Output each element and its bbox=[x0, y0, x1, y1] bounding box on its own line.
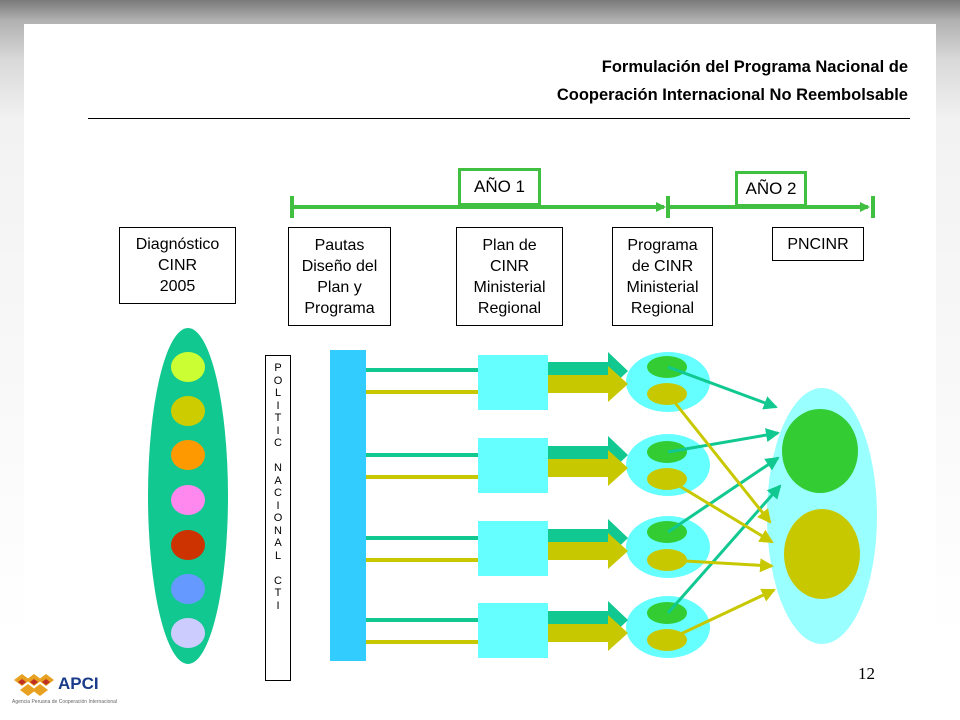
diagnostic-circle bbox=[171, 574, 205, 604]
diagnostic-circle bbox=[171, 352, 205, 382]
diagnostic-circle bbox=[171, 530, 205, 560]
diagnostic-circle bbox=[171, 618, 205, 648]
block-arrow-olive bbox=[548, 450, 628, 486]
program-oval bbox=[626, 596, 710, 658]
converging-arrows bbox=[666, 365, 782, 642]
title-line-1: Formulación del Programa Nacional de bbox=[601, 58, 908, 76]
year1-label: AÑO 1 bbox=[458, 168, 541, 206]
stage-pncinr: PNCINR bbox=[772, 227, 864, 261]
page-number: 12 bbox=[858, 664, 875, 683]
logo-name: APCI bbox=[58, 674, 99, 693]
logo-subtitle: Agencia Peruana de Cooperación Internaci… bbox=[12, 699, 118, 705]
pncinr-olive-circle bbox=[784, 509, 860, 599]
stage-plan: Plan de CINR Ministerial Regional bbox=[456, 227, 563, 326]
block-arrow-olive bbox=[548, 366, 628, 402]
diagnostic-circle bbox=[171, 396, 205, 426]
politica-nacional-label: P O L I T I C N A C I O N A L C T I bbox=[265, 355, 291, 681]
pncinr-green-circle bbox=[782, 409, 858, 493]
plan-box bbox=[478, 603, 548, 658]
apci-logo-icon bbox=[14, 674, 54, 696]
year2-label: AÑO 2 bbox=[735, 171, 807, 207]
block-arrow-olive bbox=[548, 615, 628, 651]
diagnostic-circle bbox=[171, 485, 205, 515]
stage-pautas: Pautas Diseño del Plan y Programa bbox=[288, 227, 391, 326]
plan-to-program-arrows bbox=[548, 352, 628, 651]
title-rule bbox=[88, 118, 910, 119]
plan-box bbox=[478, 355, 548, 410]
plan-box bbox=[478, 438, 548, 493]
diagnostic-circle bbox=[171, 440, 205, 470]
plan-box bbox=[478, 521, 548, 576]
program-inner-circles bbox=[647, 356, 687, 651]
policy-bar bbox=[330, 350, 366, 661]
bar-to-plan-lines bbox=[366, 368, 478, 644]
block-arrow-olive bbox=[548, 533, 628, 569]
diagnostic-circles bbox=[171, 352, 205, 648]
stage-programa: Programa de CINR Ministerial Regional bbox=[612, 227, 713, 326]
plan-boxes bbox=[478, 355, 548, 658]
timeline bbox=[290, 196, 875, 218]
stage-diagnostico: Diagnóstico CINR 2005 bbox=[119, 227, 236, 304]
title-line-2: Cooperación Internacional No Reembolsabl… bbox=[556, 86, 908, 104]
